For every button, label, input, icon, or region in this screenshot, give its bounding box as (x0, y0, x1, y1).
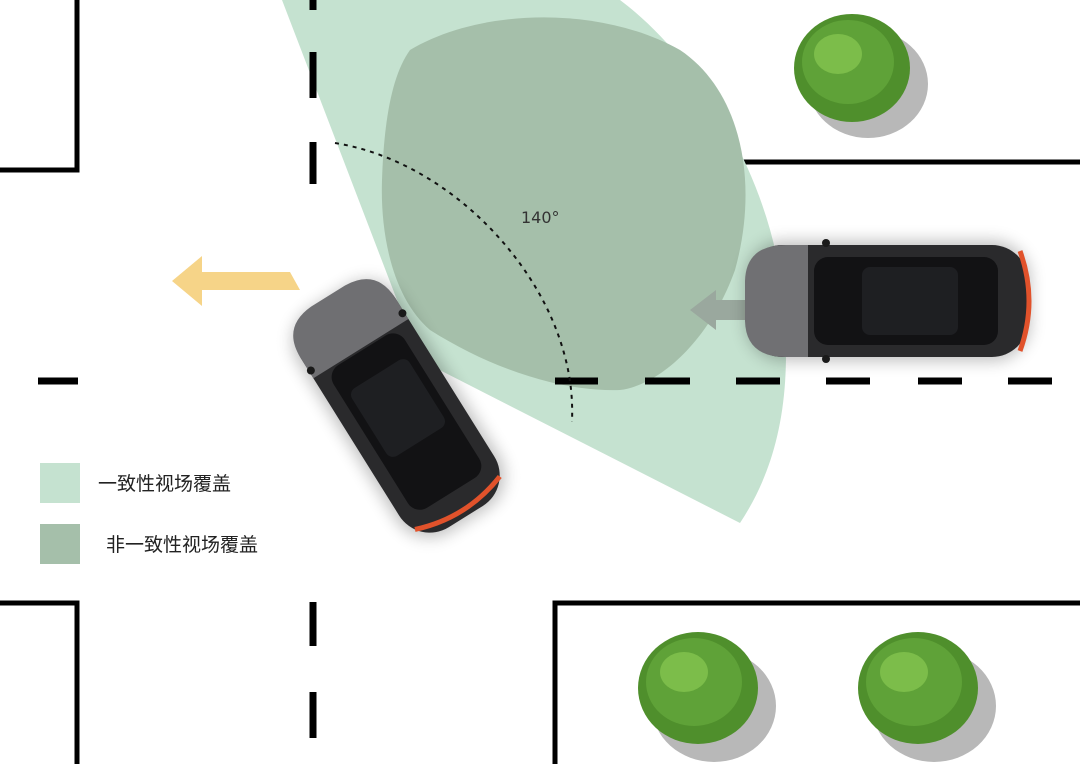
tree-icon (638, 632, 776, 762)
tree-icon (858, 632, 996, 762)
direction-arrow-icon (690, 290, 748, 330)
fov-angle-label: 140° (521, 208, 560, 227)
legend-swatch-inconsistent (40, 524, 80, 564)
oncoming-car-icon (745, 239, 1032, 363)
block-top-left (0, 0, 80, 173)
block-bottom-left (0, 600, 80, 764)
turning-car-icon (292, 279, 505, 538)
inconsistent-fov-area (381, 17, 746, 391)
legend-label-consistent: 一致性视场覆盖 (98, 473, 232, 495)
block-bottom-right (552, 600, 1080, 764)
tree-icon (794, 14, 928, 138)
turn-left-arrow-icon (172, 256, 300, 306)
lane-markings (38, 0, 1052, 738)
fov-angle-arc (334, 142, 574, 423)
legend-swatch-consistent (40, 463, 80, 503)
legend-label-inconsistent: 非一致性视场覆盖 (106, 534, 259, 556)
